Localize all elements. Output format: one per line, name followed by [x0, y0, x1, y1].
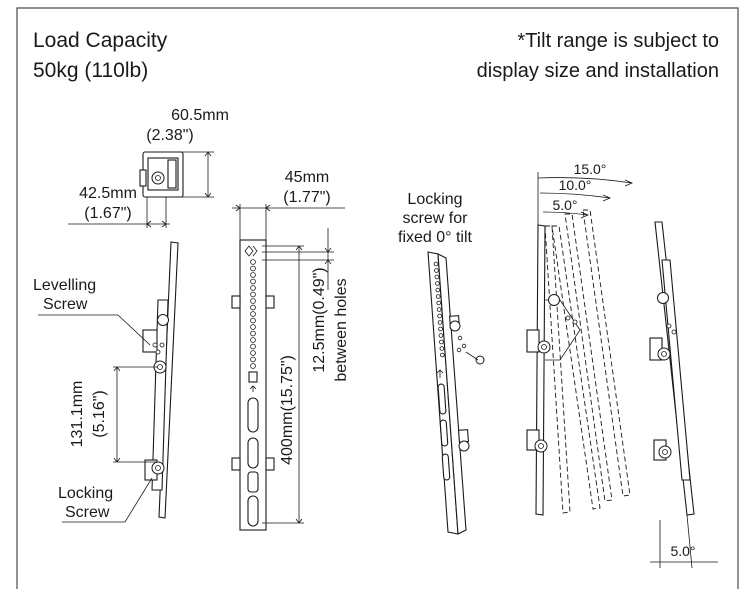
- rail-hole: [250, 298, 256, 304]
- perspective-rail-hole: [434, 274, 440, 280]
- load-capacity-value: 50kg (110lb): [33, 59, 148, 82]
- label-lock-fixed-line2: screw for: [403, 210, 469, 227]
- perspective-rail-hole: [438, 333, 444, 338]
- dim-bracket-depth-in: (1.67"): [84, 205, 131, 222]
- perspective-rail-hole: [436, 300, 442, 306]
- side-view-left: [142, 241, 179, 519]
- rail-hole: [250, 317, 256, 324]
- rail-hole: [250, 337, 256, 343]
- label-lock-fixed-line3: fixed 0° tilt: [398, 229, 473, 246]
- tilt-angle-bottom: 5.0°: [670, 543, 695, 559]
- label-locking-line1: Locking: [58, 485, 113, 502]
- tilt-angle-5: 5.0°: [552, 197, 577, 213]
- tilt-angle-10: 10.0°: [559, 177, 592, 193]
- load-capacity-title: Load Capacity: [33, 29, 168, 52]
- label-lock-fixed-line1: Locking: [407, 191, 462, 208]
- perspective-rail-hole: [439, 346, 445, 351]
- perspective-rail: [427, 251, 485, 535]
- perspective-rail-hole: [434, 268, 439, 273]
- tilt-note-line1: *Tilt range is subject to: [517, 30, 719, 52]
- diagram-frame: [16, 7, 739, 589]
- rail-hole: [250, 324, 256, 330]
- rail-hole: [250, 363, 256, 369]
- label-levelling-line1: Levelling: [33, 277, 96, 294]
- dim-rail-length: 400mm(15.75"): [279, 355, 296, 465]
- bracket-top-view: [139, 151, 184, 198]
- rail-hole: [250, 272, 256, 278]
- side-view-right: [649, 221, 695, 516]
- dim-rail-width-mm: 45mm: [285, 169, 329, 186]
- dim-bracket-height-in: (2.38"): [146, 127, 193, 144]
- dim-bracket-height-mm: 60.5mm: [171, 107, 229, 124]
- dim-bracket-depth-mm: 42.5mm: [79, 185, 137, 202]
- rail-hole: [250, 356, 256, 363]
- perspective-hole-column: [433, 261, 445, 358]
- rail-hole: [250, 350, 256, 356]
- tilt-angle-15: 15.0°: [574, 161, 607, 177]
- rail-hole: [250, 278, 256, 285]
- perspective-rail-hole: [438, 326, 443, 332]
- perspective-rail-hole: [433, 261, 439, 267]
- rail-hole: [250, 285, 256, 291]
- rail-hole: [250, 311, 256, 317]
- dim-screw-span-mm: 131.1mm: [69, 381, 86, 448]
- rail-hole: [250, 265, 256, 272]
- label-levelling-line2: Screw: [43, 296, 88, 313]
- perspective-rail-hole: [437, 320, 443, 325]
- perspective-rail-hole: [437, 313, 442, 319]
- tilt-note-line2: display size and installation: [477, 60, 719, 82]
- perspective-rail-hole: [439, 339, 444, 345]
- rail-hole: [250, 343, 256, 350]
- tilt-view: [526, 209, 631, 516]
- dim-hole-spacing: 12.5mm(0.49"): [311, 267, 328, 372]
- dim-screw-span-in: (5.16"): [91, 390, 108, 437]
- dim-rail-width-in: (1.77"): [283, 189, 330, 206]
- dim-hole-spacing-note: between holes: [333, 278, 350, 381]
- label-locking-screw-line2: Screw: [65, 504, 110, 521]
- perspective-rail-hole: [439, 352, 445, 358]
- rail-hole: [250, 330, 256, 337]
- rail-hole: [250, 304, 256, 311]
- perspective-rail-hole: [435, 294, 441, 299]
- perspective-rail-hole: [436, 307, 442, 312]
- rail-hole: [250, 259, 256, 265]
- perspective-rail-hole: [435, 281, 440, 286]
- rail-hole-column: [250, 259, 256, 369]
- rail-hole: [250, 291, 256, 298]
- perspective-rail-hole: [435, 287, 441, 293]
